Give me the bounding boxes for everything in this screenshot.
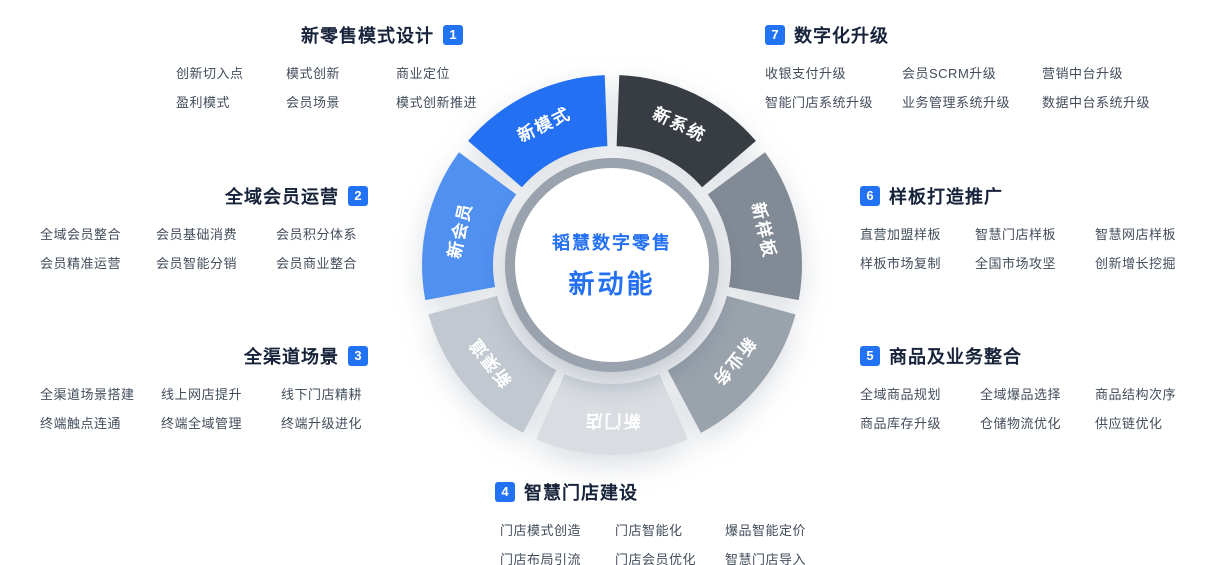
section-item: 终端升级进化 xyxy=(281,416,363,431)
section-title: 全渠道场景 xyxy=(244,347,339,367)
section-item: 商业定位 xyxy=(396,66,451,81)
section-item: 全域商品规划 xyxy=(860,387,942,402)
section-item: 模式创新推进 xyxy=(396,95,478,110)
section-item: 全域会员整合 xyxy=(40,227,122,242)
section-number-badge: 6 xyxy=(860,186,880,206)
section-number-badge: 1 xyxy=(443,25,463,45)
section-title: 数字化升级 xyxy=(794,26,889,46)
section-item: 样板市场复制 xyxy=(860,256,942,271)
section-item: 智慧网店样板 xyxy=(1095,227,1177,242)
section-item: 营销中台升级 xyxy=(1042,66,1124,81)
section-item: 爆品智能定价 xyxy=(725,523,807,538)
section-item: 智慧门店样板 xyxy=(975,227,1057,242)
wheel-segment-5 xyxy=(428,295,557,433)
wheel-segment-4 xyxy=(536,374,688,455)
section-title: 全域会员运营 xyxy=(225,187,339,207)
wheel-diagram: 新系统新样板新业务新门店新渠道新会员新模式 韬慧数字零售 新动能 xyxy=(415,68,809,462)
section-item: 会员SCRM升级 xyxy=(902,66,997,81)
section-model-promotion: 6 样板打造推广 直营加盟样板 智慧门店样板 智慧网店样板 样板市场复制 全国市… xyxy=(860,183,1200,272)
section-smart-store-construction: 4 智慧门店建设 门店模式创造 门店智能化 爆品智能定价 门店布局引流 门店会员… xyxy=(495,479,835,565)
section-item: 会员精准运营 xyxy=(40,256,122,271)
section-number-badge: 4 xyxy=(495,482,515,502)
section-item: 全国市场攻坚 xyxy=(975,256,1057,271)
section-title: 样板打造推广 xyxy=(889,187,1003,207)
section-item: 盈利模式 xyxy=(176,95,231,110)
section-member-operation: 全域会员运营 2 全域会员整合 会员基础消费 会员积分体系 会员精准运营 会员智… xyxy=(38,183,368,272)
section-digital-upgrade: 7 数字化升级 收银支付升级 会员SCRM升级 营销中台升级 智能门店系统升级 … xyxy=(765,22,1195,111)
section-item: 线上网店提升 xyxy=(161,387,243,402)
section-item: 商品库存升级 xyxy=(860,416,942,431)
section-number-badge: 7 xyxy=(765,25,785,45)
section-item: 终端全域管理 xyxy=(161,416,243,431)
section-item: 业务管理系统升级 xyxy=(902,95,1011,110)
section-item: 会员商业整合 xyxy=(276,256,358,271)
section-item: 全域爆品选择 xyxy=(980,387,1062,402)
section-item: 会员基础消费 xyxy=(156,227,238,242)
section-title: 新零售模式设计 xyxy=(301,26,434,46)
section-item: 会员场景 xyxy=(286,95,341,110)
section-item: 模式创新 xyxy=(286,66,341,81)
center-title: 韬慧数字零售 xyxy=(552,233,672,253)
section-new-retail-model-design: 新零售模式设计 1 创新切入点 模式创新 商业定位 盈利模式 会员场景 模式创新… xyxy=(173,22,477,111)
center-subtitle: 新动能 xyxy=(568,269,656,299)
section-item: 门店布局引流 xyxy=(500,552,582,565)
section-item: 创新切入点 xyxy=(176,66,244,81)
section-item: 供应链优化 xyxy=(1095,416,1163,431)
section-item: 仓储物流优化 xyxy=(980,416,1062,431)
section-item: 线下门店精耕 xyxy=(281,387,363,402)
section-item: 门店会员优化 xyxy=(615,552,697,565)
wheel-center-circle: 韬慧数字零售 新动能 xyxy=(505,158,719,372)
section-item: 收银支付升级 xyxy=(765,66,847,81)
section-item: 商品结构次序 xyxy=(1095,387,1177,402)
section-item: 创新增长挖掘 xyxy=(1095,256,1177,271)
wheel-segment-label: 新门店 xyxy=(584,411,641,431)
section-item: 会员积分体系 xyxy=(276,227,358,242)
section-item: 智慧门店导入 xyxy=(725,552,807,565)
wheel-segment-6 xyxy=(422,152,517,301)
wheel-segment-1 xyxy=(616,75,756,188)
section-item: 门店智能化 xyxy=(615,523,683,538)
wheel-segment-2 xyxy=(707,152,802,301)
section-item: 全渠道场景搭建 xyxy=(40,387,135,402)
section-item: 门店模式创造 xyxy=(500,523,582,538)
section-item: 终端触点连通 xyxy=(40,416,122,431)
wheel-segment-3 xyxy=(667,295,796,433)
section-goods-business-integration: 5 商品及业务整合 全域商品规划 全域爆品选择 商品结构次序 商品库存升级 仓储… xyxy=(860,343,1200,432)
section-item: 数据中台系统升级 xyxy=(1042,95,1151,110)
section-item: 智能门店系统升级 xyxy=(765,95,874,110)
section-number-badge: 3 xyxy=(348,346,368,366)
section-number-badge: 2 xyxy=(348,186,368,206)
section-omnichannel-scene: 全渠道场景 3 全渠道场景搭建 线上网店提升 线下门店精耕 终端触点连通 终端全… xyxy=(38,343,368,432)
section-item: 直营加盟样板 xyxy=(860,227,942,242)
section-title: 智慧门店建设 xyxy=(524,483,638,503)
section-item: 会员智能分销 xyxy=(156,256,238,271)
section-title: 商品及业务整合 xyxy=(889,347,1022,367)
wheel-segment-7 xyxy=(468,75,608,188)
section-number-badge: 5 xyxy=(860,346,880,366)
